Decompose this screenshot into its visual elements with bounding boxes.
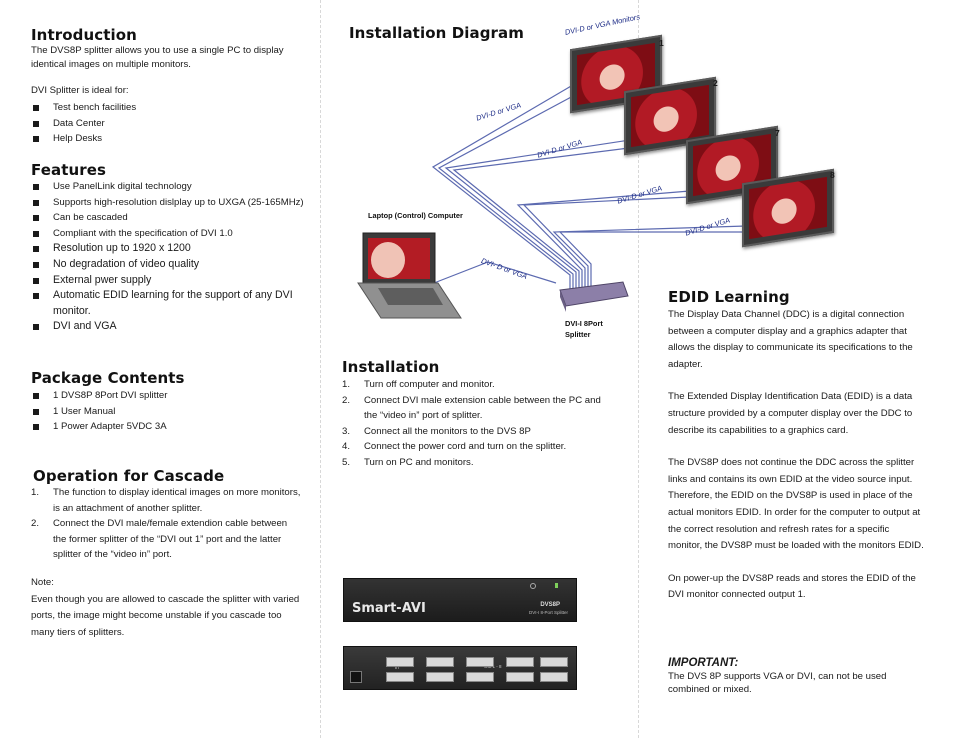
dvi-port-icon [386,657,414,667]
important-label: IMPORTANT: [668,657,739,669]
step-text: Turn off computer and monitor. [364,379,495,390]
step-text: Connect all the monitors to the DVS 8P [364,425,531,437]
introduction-section: Introduction The DVS8P splitter allows y… [31,26,313,147]
step-number: 1. [31,487,40,498]
device-rear-panel: In Out 1 - 8 [343,646,577,690]
list-item: Use PanelLink digital technology [31,179,313,195]
power-jack-icon [350,671,362,683]
note-text: Even though you are allowed to cascade t… [31,593,300,638]
note-label: Note: [31,576,54,588]
step-item: 4. Connect the power cord and turn on the… [342,439,612,455]
installation-steps: 1. Turn off computer and monitor. 2. Connec… [342,377,612,471]
step-text: Connect the DVI male/female extendion ca… [53,518,288,561]
list-item: Can be cascaded [31,210,313,226]
important-section: IMPORTANT: The DVS 8P supports VGA or DV… [668,656,908,696]
step-item: 1. The function to display identical imag… [31,485,301,516]
cascade-steps: 1. The function to display identical imag… [31,485,301,563]
important-text: The DVS 8P supports VGA or DVI, can not … [668,671,887,695]
dvi-port-icon [466,672,494,682]
list-item: Automatic EDID learning for the support … [31,288,313,319]
fold-line-2 [638,0,639,738]
step-number: 4. [342,441,351,453]
rear-in-label: In [395,665,399,670]
ideal-label: DVI Splitter is ideal for: [31,85,129,96]
step-item: 5. Turn on PC and monitors. [342,455,612,471]
list-item: Resolution up to 1920 x 1200 [31,241,313,257]
dvi-port-icon [506,657,534,667]
cascade-section: Operation for Cascade 1. The function to … [31,467,301,641]
edid-paragraph-1: The Display Data Channel (DDC) is a digi… [668,309,913,370]
cable-bundle [431,81,754,292]
dvi-port-icon [426,672,454,682]
fold-line-1 [320,0,321,738]
dvi-port-icon [506,672,534,682]
package-section: Package Contents 1 DVS8P 8Port DVI split… [31,369,313,435]
step-number: 2. [342,394,351,406]
device-model-sub: DVI-I 8-Port Splitter [528,610,568,615]
edid-paragraph-3: The DVS8P does not continue the DDC acro… [668,457,924,552]
monitor-number-7: 7 [775,128,780,138]
laptop-label: Laptop (Control) Computer [368,211,463,220]
list-item: No degradation of video quality [31,257,313,273]
installation-diagram [357,81,754,319]
monitor-number-8: 8 [830,170,835,180]
splitter-box [559,281,629,312]
step-text: Turn on PC and monitors. [364,456,474,468]
step-text: The function to display identical images… [53,487,301,514]
left-column: Introduction The DVS8P splitter allows y… [31,0,313,738]
splitter-label: DVI-I 8Port Splitter [565,319,603,339]
step-number: 2. [31,518,40,530]
edid-paragraph-4: On power-up the DVS8P reads and stores t… [668,572,916,601]
laptop-computer [357,232,462,319]
step-item: 2. Connect DVI male extension cable betwe… [342,393,612,424]
package-title: Package Contents [31,369,185,387]
right-column: EDID Learning The Display Data Channel (… [668,0,924,738]
power-led-icon [530,583,536,589]
step-item: 1. Turn off computer and monitor. [342,377,612,393]
dvi-port-icon [466,657,494,667]
status-led-icon [555,583,558,588]
middle-column: Installation Diagram DVI-D or V [338,0,835,738]
step-text: Connect DVI male extension cable between… [364,394,601,422]
dvi-port-icon [386,672,414,682]
step-number: 5. [342,456,351,468]
edid-title: EDID Learning [668,288,790,306]
list-item: External pwer supply [31,273,313,289]
introduction-text: The DVS8P splitter allows you to use a s… [31,45,284,70]
list-item: DVI and VGA [31,319,313,335]
device-model: DVS8P [540,602,560,608]
device-brand: Smart-AVI [352,601,426,616]
list-item: Test bench facilities [31,100,313,116]
features-title: Features [31,161,107,179]
step-item: 3. Connect all the monitors to the DVS 8P [342,424,612,440]
features-section: Features Use PanelLink digital technolog… [31,161,313,335]
step-text: Connect the power cord and turn on the s… [364,441,567,453]
device-front-panel: Smart-AVI DVS8P DVI-I 8-Port Splitter [343,578,577,622]
list-item: Compliant with the specification of DVI … [31,226,313,242]
cascade-title: Operation for Cascade [33,467,225,485]
step-item: 2. Connect the DVI male/female extendion … [31,516,301,563]
step-number: 3. [342,425,351,437]
edid-section: EDID Learning The Display Data Channel (… [668,288,924,604]
list-item: Supports high-resolution dislplay up to … [31,195,313,211]
list-item: Help Desks [31,131,313,147]
introduction-title: Introduction [31,26,137,44]
dvi-port-icon [426,657,454,667]
list-item: 1 DVS8P 8Port DVI splitter [31,388,313,404]
edid-paragraph-2: The Extended Display Identification Data… [668,391,913,436]
dvi-port-icon [540,672,568,682]
monitor-number-2: 2 [713,78,718,88]
step-number: 1. [342,379,351,390]
list-item: 1 Power Adapter 5VDC 3A [31,419,313,435]
list-item: 1 User Manual [31,404,313,420]
dvi-port-icon [540,657,568,667]
monitor-number-1: 1 [659,38,664,48]
installation-section: Installation 1. Turn off computer and mon… [342,358,612,471]
list-item: Data Center [31,116,313,132]
diagram-title: Installation Diagram [349,24,525,42]
installation-title: Installation [342,358,440,376]
